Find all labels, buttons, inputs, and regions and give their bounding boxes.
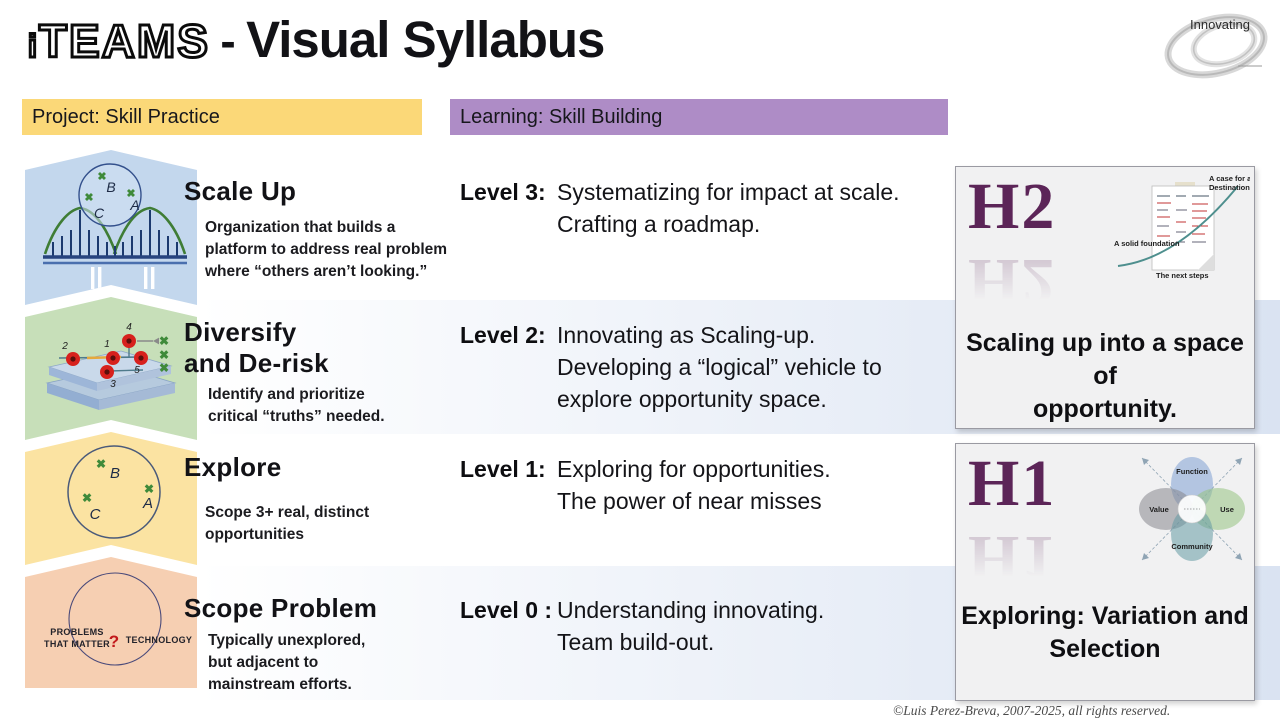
bridge-scale-icon: ✖ ✖ ✖ B C A	[25, 150, 197, 305]
level-0-label: Level 0 :	[460, 597, 553, 623]
logo-text: Innovating	[1190, 17, 1250, 32]
marker-number-5: 5	[134, 365, 140, 376]
label-case-for-destination-2: Destination	[1209, 183, 1250, 192]
point-label-b: B	[106, 179, 115, 195]
petal-label-value: Value	[1149, 505, 1169, 514]
green-mark-icon: ✖	[82, 491, 92, 505]
row-title-diversify: Diversify and De-risk	[184, 317, 329, 378]
innovating-logo: Innovating	[1164, 13, 1268, 79]
marker-number-3: 3	[110, 379, 116, 390]
row-title-scale-up: Scale Up	[184, 176, 297, 206]
h2-heading: H2	[968, 170, 1057, 243]
title-stencil-i: i	[27, 27, 39, 66]
project-column-header: Project: Skill Practice	[22, 99, 422, 135]
point-label-c: C	[94, 205, 105, 221]
learning-column-header: Learning: Skill Building	[450, 99, 948, 135]
label-solid-foundation: A solid foundation	[1114, 239, 1180, 248]
h1-caption: Exploring: Variation and Selection	[961, 602, 1249, 663]
level-3-text: Systematizing for impact at scale. Craft…	[557, 179, 900, 237]
title-separator: -	[220, 15, 236, 67]
point-label-a: A	[142, 495, 153, 512]
h1-heading-reflection: H1	[968, 522, 1057, 595]
h1-heading: H1	[968, 447, 1057, 520]
technology-label: TECHNOLOGY	[126, 635, 193, 645]
row-title-explore: Explore	[184, 452, 282, 482]
chevron-diversify: 2 1 3 4 5 ✖ ✖ ✖	[25, 297, 197, 440]
marker-number-4: 4	[126, 322, 132, 333]
green-mark-icon: ✖	[84, 192, 93, 204]
row-desc-diversify: Identify and prioritize critical “truths…	[208, 386, 385, 425]
green-mark-icon: ✖	[96, 457, 106, 471]
green-mark-icon: ✖	[97, 171, 106, 183]
level-1-label: Level 1:	[460, 456, 546, 482]
green-mark-icon: ✖	[159, 334, 169, 348]
question-mark: ?	[109, 632, 119, 651]
level-2-label: Level 2:	[460, 322, 546, 348]
title-main: Visual Syllabus	[246, 11, 605, 68]
marker-number-1: 1	[104, 339, 110, 350]
chevron-explore: ✖ ✖ ✖ B C A	[25, 432, 197, 565]
point-label-a: A	[129, 197, 139, 213]
card-h1-exploring: H1 H1 Function Value Use Community	[955, 443, 1255, 701]
h2-caption: Scaling up into a space of opportunity.	[966, 329, 1244, 423]
title-stencil-rest: TEAMS	[37, 14, 210, 69]
level-2-text: Innovating as Scaling-up. Developing a “…	[557, 322, 882, 412]
problem-technology-icon: PROBLEMS THAT MATTER TECHNOLOGY ?	[44, 572, 193, 666]
row-desc-scale-up: Organization that builds a platform to a…	[205, 219, 448, 280]
green-mark-icon: ✖	[126, 188, 135, 200]
level-1-text: Exploring for opportunities. The power o…	[557, 456, 831, 514]
petal-label-function: Function	[1176, 467, 1208, 476]
label-case-for-destination-1: A case for a	[1209, 174, 1250, 183]
row-desc-scope-problem: Typically unexplored, but adjacent to ma…	[208, 632, 366, 693]
variation-selection-flower-diagram: Function Value Use Community	[1139, 457, 1245, 561]
point-label-c: C	[90, 506, 101, 523]
marker-number-2: 2	[61, 341, 68, 352]
petal-label-use: Use	[1220, 505, 1234, 514]
copyright-notice: ©Luis Perez-Breva, 2007-2025, all rights…	[893, 703, 1171, 718]
label-next-steps: The next steps	[1156, 271, 1209, 280]
level-3-label: Level 3:	[460, 179, 546, 205]
green-mark-icon: ✖	[159, 348, 169, 362]
opportunity-circle-icon: ✖ ✖ ✖ B C A	[25, 432, 197, 565]
title-stencil: iTEAMS	[27, 14, 210, 69]
chevron-scope-problem: PROBLEMS THAT MATTER TECHNOLOGY ?	[25, 557, 197, 688]
green-mark-icon: ✖	[144, 482, 154, 496]
chevron-scale-up: ✖ ✖ ✖ B C A	[25, 150, 197, 305]
card-h2-scaling-up: H2 H2	[955, 166, 1255, 429]
platform-derisk-icon: 2 1 3 4 5 ✖ ✖ ✖	[25, 297, 197, 440]
row-desc-explore: Scope 3+ real, distinct opportunities	[205, 504, 370, 543]
roadmap-curve-diagram: A case for a Destination A solid foundat…	[1114, 174, 1250, 280]
point-label-b: B	[110, 465, 120, 482]
that-matter-label: THAT MATTER	[44, 639, 110, 649]
h2-heading-reflection: H2	[968, 245, 1057, 318]
petal-label-community: Community	[1171, 542, 1213, 551]
green-mark-icon: ✖	[159, 361, 169, 375]
level-0-text: Understanding innovating. Team build-out…	[557, 597, 825, 655]
page-title: iTEAMS - Visual Syllabus	[27, 10, 606, 69]
row-title-scope-problem: Scope Problem	[184, 593, 378, 623]
problems-label: PROBLEMS	[50, 627, 103, 637]
